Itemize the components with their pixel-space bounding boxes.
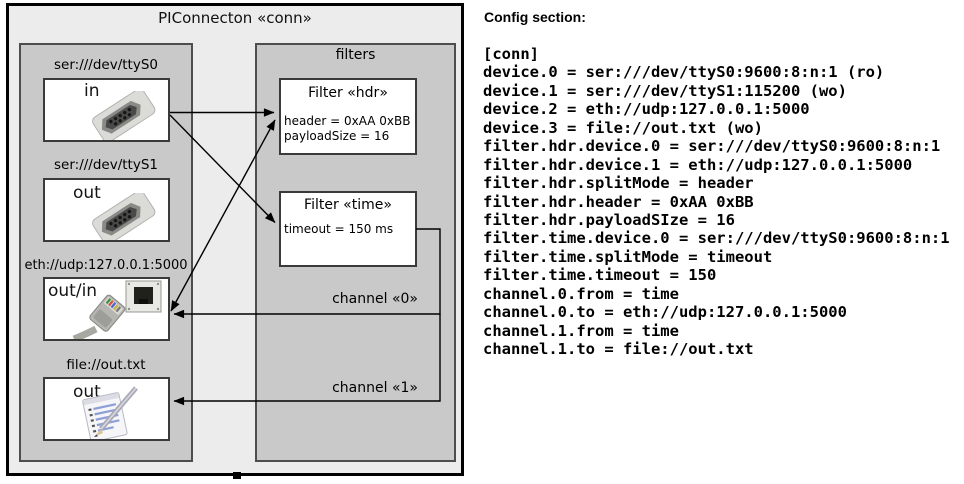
filter-time-prop-timeout: timeout = 150 ms xyxy=(284,222,394,236)
port-label: out xyxy=(73,183,101,203)
device-label-file: file://out.txt xyxy=(66,357,146,373)
config-heading: Config section: xyxy=(484,9,586,25)
device-node-ttys1: out xyxy=(43,178,170,242)
device-label-ttys0: ser:///dev/ttyS0 xyxy=(54,57,158,73)
filter-time-title: Filter «time» xyxy=(304,197,392,213)
serial-connector-icon xyxy=(92,193,156,240)
device-label-ttys1: ser:///dev/ttyS1 xyxy=(54,157,158,173)
filter-hdr-prop-payloadsize: payloadSize = 16 xyxy=(284,128,390,143)
device-node-file: out xyxy=(43,377,170,441)
diagram-title: PIConnecton «conn» xyxy=(158,9,312,27)
port-label: out/in xyxy=(48,281,98,301)
filter-hdr-prop-header: header = 0xAA 0xBB xyxy=(284,114,411,128)
ethernet-plug-icon xyxy=(72,280,162,339)
device-label-eth: eth://udp:127.0.0.1:5000 xyxy=(24,258,188,273)
device-node-eth: out/in xyxy=(43,277,170,341)
port-label: out xyxy=(73,382,101,402)
filter-hdr-title: Filter «hdr» xyxy=(308,85,388,101)
channel-0-label: channel «0» xyxy=(332,291,418,307)
serial-connector-icon xyxy=(92,91,156,140)
port-label: in xyxy=(84,81,100,101)
channel-1-label: channel «1» xyxy=(332,380,418,396)
notepad-pen-icon xyxy=(82,386,138,439)
package-anchor-mark xyxy=(233,472,241,479)
config-text: [conn] device.0 = ser:///dev/ttyS0:9600:… xyxy=(483,45,950,358)
device-node-ttys0: in xyxy=(43,78,170,142)
filters-group-label: filters xyxy=(335,47,376,63)
filter-node-hdr xyxy=(279,78,417,155)
